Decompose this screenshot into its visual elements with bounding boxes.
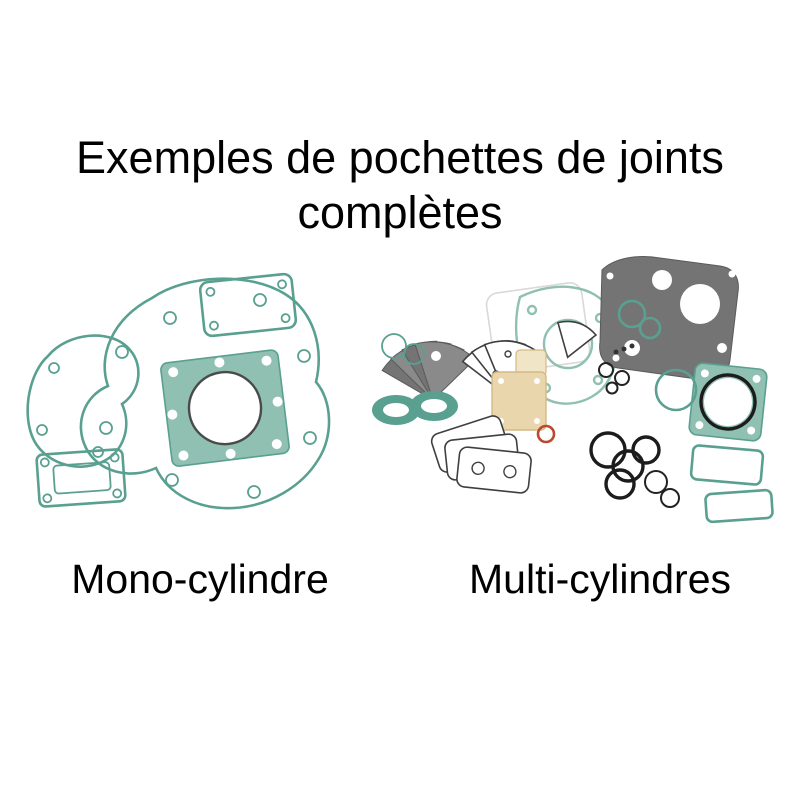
mono-cylinder-gasket-illustration — [26, 272, 331, 510]
clutch-cover-gasket — [599, 256, 739, 381]
gasket-kit-figures — [0, 252, 800, 557]
label-multi-cylindres: Multi-cylindres — [469, 556, 731, 602]
small-white-gasket — [556, 320, 598, 359]
figure-labels: Mono-cylindre Multi-cylindres — [0, 556, 800, 603]
multi-cylinder-gasket-illustration — [372, 256, 774, 524]
teal-round-gaskets — [381, 333, 425, 365]
teal-ring-gasket — [654, 368, 698, 412]
teal-seal-rings — [617, 299, 662, 340]
double-port-gasket — [372, 391, 458, 425]
teal-rect-gaskets — [689, 444, 774, 524]
reed-gasket-stack — [381, 340, 476, 401]
page-title: Exemples de pochettes de joints complète… — [0, 130, 800, 240]
orange-oring — [536, 424, 556, 444]
teal-head-gasket — [688, 362, 768, 442]
base-gasket — [35, 448, 127, 508]
cylinder-head-gasket — [160, 349, 290, 467]
oring-cluster — [589, 431, 680, 508]
small-orings — [598, 343, 635, 395]
label-mono-cylindre: Mono-cylindre — [71, 556, 329, 602]
white-base-gasket-stack — [430, 415, 532, 494]
page-title-line1: Exemples de pochettes de joints — [76, 132, 724, 183]
page-title-line2: complètes — [297, 187, 503, 238]
side-cover-gasket — [26, 334, 140, 468]
top-cover-gasket — [198, 272, 298, 338]
